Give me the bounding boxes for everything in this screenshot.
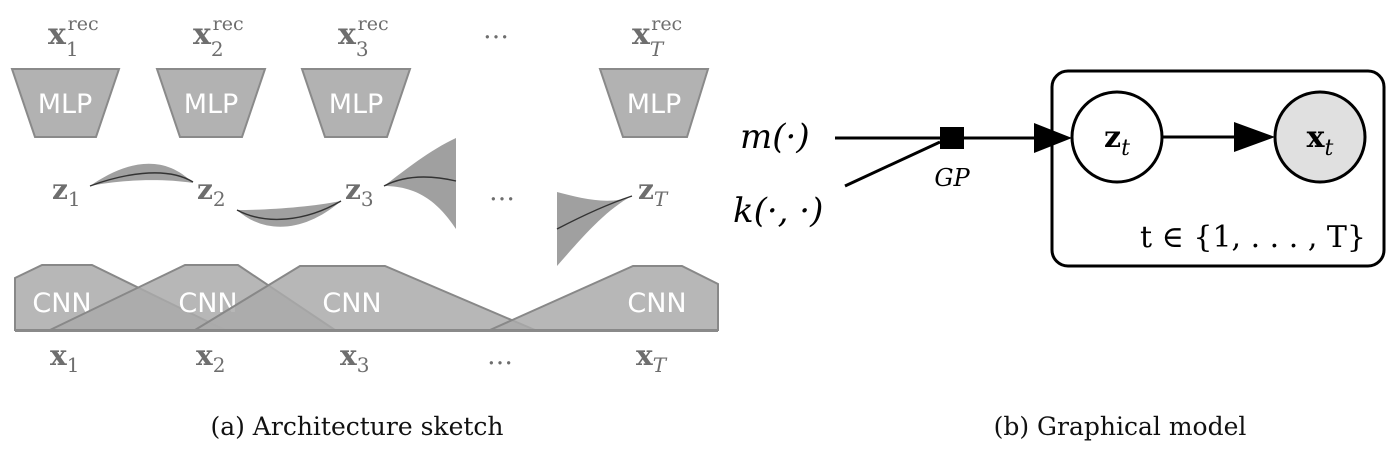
output-label-2: x2rec xyxy=(193,13,244,61)
arrowhead-icon xyxy=(1234,122,1275,152)
plate-label: t ∈ {1, . . . , T} xyxy=(1140,220,1366,255)
mean-curve xyxy=(236,200,342,220)
gp-segment-prev-T xyxy=(556,192,633,266)
gp-factor-node xyxy=(940,127,964,149)
input-labels: x1 x2 x3 … xT xyxy=(50,339,668,377)
mlp-block-3: MLP xyxy=(300,68,412,138)
cnn-encoders: CNN CNN CNN CNN xyxy=(14,264,719,332)
output-label-3: x3rec xyxy=(338,13,389,61)
cnn-block-3: CNN xyxy=(191,265,536,331)
kernel-function-label: k(·, ·) xyxy=(733,191,823,231)
latent-label-1: z1 xyxy=(52,173,81,211)
gp-segment-2-3 xyxy=(236,200,342,227)
input-label-1: x1 xyxy=(50,339,79,377)
graphical-model: m(·) k(·, ·) GP zt xt t ∈ {1, . . . , T}… xyxy=(733,69,1386,441)
mlp-label: MLP xyxy=(38,89,93,120)
output-label-1: x1rec xyxy=(48,13,99,61)
observed-node xyxy=(1273,90,1367,184)
mlp-block-1: MLP xyxy=(10,68,121,138)
mean-function-label: m(·) xyxy=(740,117,810,157)
output-ellipsis: … xyxy=(483,15,509,45)
uncertainty-band xyxy=(237,201,341,227)
latent-label-T: zT xyxy=(638,173,669,211)
latent-trajectories xyxy=(89,138,633,266)
output-labels: x1rec x2rec x3rec … xTrec xyxy=(48,13,682,61)
mean-curve xyxy=(556,195,633,230)
caption-a: (a) Architecture sketch xyxy=(210,412,503,441)
cnn-label: CNN xyxy=(322,288,381,319)
gp-segment-3-next xyxy=(383,138,457,229)
mlp-decoders: MLP MLP MLP MLP xyxy=(10,68,710,138)
mlp-label: MLP xyxy=(329,89,384,120)
mean-curve xyxy=(383,176,457,187)
uncertainty-band xyxy=(384,138,456,229)
input-ellipsis: … xyxy=(487,341,513,371)
latent-ellipsis: … xyxy=(489,177,515,207)
mlp-block-2: MLP xyxy=(155,68,267,138)
gp-segment-1-2 xyxy=(89,163,194,187)
uncertainty-band xyxy=(90,163,193,186)
mlp-label: MLP xyxy=(627,89,682,120)
observed-node-label: xt xyxy=(1307,120,1334,161)
cnn-label: CNN xyxy=(627,288,686,319)
mlp-block-T: MLP xyxy=(598,68,710,138)
output-label-T: xTrec xyxy=(632,13,682,61)
plate xyxy=(1050,69,1386,268)
cnn-block-T: CNN xyxy=(489,265,719,331)
latent-node-label: zt xyxy=(1104,120,1130,161)
latent-labels: z1 z2 z3 … zT xyxy=(52,173,669,211)
mlp-label: MLP xyxy=(184,89,239,120)
mean-curve xyxy=(89,172,194,187)
latent-label-2: z2 xyxy=(197,173,226,211)
architecture-sketch: x1rec x2rec x3rec … xTrec MLP MLP xyxy=(10,13,719,441)
latent-label-3: z3 xyxy=(345,173,374,211)
uncertainty-band xyxy=(557,192,632,266)
input-label-2: x2 xyxy=(196,339,225,377)
input-label-T: xT xyxy=(636,339,668,377)
caption-b: (b) Graphical model xyxy=(994,412,1247,441)
input-label-3: x3 xyxy=(340,339,369,377)
gp-factor-label: GP xyxy=(934,164,970,192)
kernel-edge xyxy=(844,140,941,188)
